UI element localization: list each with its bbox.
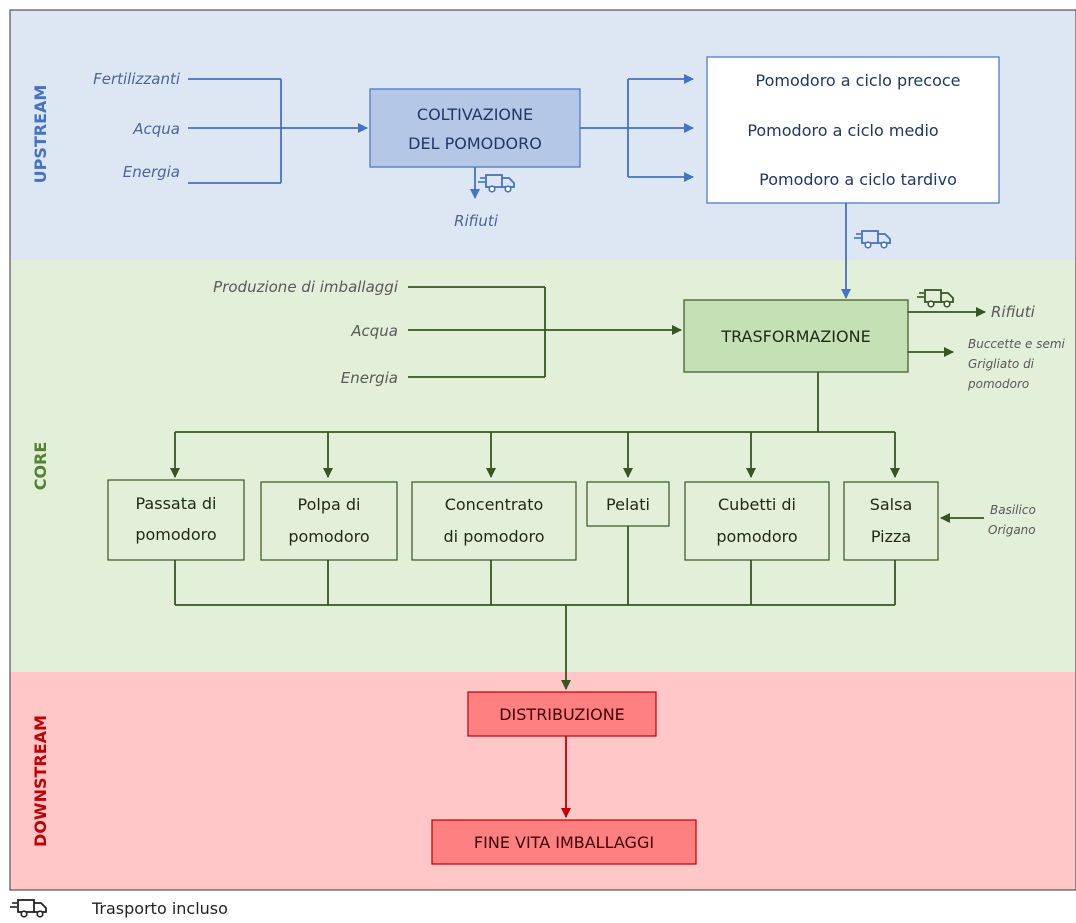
coltivazione-line1: COLTIVAZIONE — [417, 105, 533, 124]
product-pelati: Pelati — [606, 495, 650, 514]
distribuzione-box — [467, 691, 657, 737]
output-ciclo-tardivo: Pomodoro a ciclo tardivo — [759, 170, 957, 189]
core-input-acqua: Acqua — [350, 322, 398, 340]
product-passata-line2: pomodoro — [135, 525, 216, 544]
pomodoro-outputs-box — [706, 56, 1000, 204]
product-concentrato-line2: di pomodoro — [444, 527, 545, 546]
product-box-polpa — [260, 481, 398, 561]
upstream-input-energia: Energia — [123, 163, 180, 181]
output-ciclo-medio: Pomodoro a ciclo medio — [747, 121, 938, 140]
coltivazione-line2: DEL POMODORO — [408, 134, 542, 153]
product-salsa-line2: Pizza — [871, 527, 911, 546]
fine-vita-label: FINE VITA IMBALLAGGI — [474, 833, 654, 852]
fine-vita-box — [431, 819, 697, 865]
coltivazione-box — [369, 88, 581, 168]
product-cubetti-line2: pomodoro — [716, 527, 797, 546]
product-box-concentrato — [411, 481, 577, 561]
product-box-cubetti — [684, 481, 830, 561]
truck-icon — [9, 899, 47, 918]
legend-text: Trasporto incluso — [91, 899, 228, 918]
product-passata-line1: Passata di — [136, 494, 217, 513]
upstream-input-acqua: Acqua — [132, 120, 180, 138]
product-cubetti-line1: Cubetti di — [718, 495, 796, 514]
core-input-imballaggi: Produzione di imballaggi — [213, 278, 399, 296]
zone-label-core: CORE — [31, 442, 50, 491]
trasformazione-label: TRASFORMAZIONE — [720, 327, 870, 346]
product-concentrato-line1: Concentrato — [445, 495, 544, 514]
output-ciclo-precoce: Pomodoro a ciclo precoce — [756, 71, 961, 90]
product-box-passata — [107, 479, 245, 561]
trasformazione-box — [683, 299, 909, 373]
product-salsa-line1: Salsa — [870, 495, 913, 514]
core-input-energia: Energia — [341, 369, 398, 387]
byproduct-line3: pomodoro — [967, 377, 1029, 391]
byproduct-line2: Grigliato di — [968, 357, 1035, 371]
product-polpa-line1: Polpa di — [298, 495, 361, 514]
core-waste-label: Rifiuti — [991, 303, 1036, 321]
distribuzione-label: DISTRIBUZIONE — [499, 705, 625, 724]
herb-basilico: Basilico — [990, 503, 1036, 517]
zone-label-downstream: DOWNSTREAM — [31, 715, 50, 847]
zone-label-upstream: UPSTREAM — [31, 85, 50, 184]
upstream-waste-label: Rifiuti — [454, 212, 499, 230]
product-box-salsa — [843, 481, 939, 561]
herb-origano: Origano — [988, 523, 1036, 537]
byproduct-line1: Buccette e semi — [968, 337, 1066, 351]
product-polpa-line2: pomodoro — [288, 527, 369, 546]
upstream-input-fertilizzanti: Fertilizzanti — [93, 70, 181, 88]
core-zone — [10, 260, 1076, 672]
